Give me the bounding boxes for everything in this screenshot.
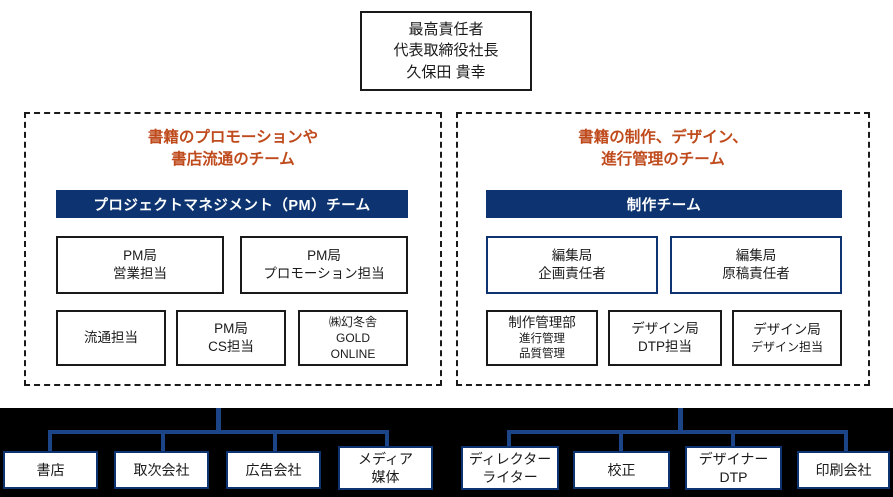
unit-line: デザイン局 (753, 321, 821, 337)
panel-promotion-title-line-2: 書店流通のチーム (171, 151, 295, 169)
banner-production-team: 制作チーム (486, 190, 842, 218)
panel-promotion-title-line-1: 書籍のプロモーションや (147, 129, 319, 146)
connector-left-drop-4 (385, 430, 389, 454)
unit-line: PM局 (307, 247, 341, 263)
panel-production: 書籍の制作、デザイン、 進行管理のチーム 制作チーム 編集局 企画責任者 編集局… (456, 112, 870, 386)
partner-line: ライター (482, 469, 538, 485)
unit-editorial-manuscript: 編集局 原稿責任者 (670, 236, 842, 294)
unit-line: デザイン担当 (750, 340, 823, 354)
unit-line: DTP担当 (638, 339, 692, 354)
partner-designer-dtp: デザイナー DTP (685, 446, 782, 490)
partner-printing-company: 印刷会社 (797, 451, 890, 489)
connector-left-drop-3 (273, 430, 277, 454)
unit-line: 企画責任者 (538, 266, 606, 281)
partner-line: DTP (719, 469, 748, 485)
unit-pm-cs: PM局 CS担当 (176, 310, 286, 366)
unit-line: ONLINE (330, 347, 376, 362)
unit-line: 進行管理 (519, 332, 565, 345)
unit-pm-promotion: PM局 プロモーション担当 (240, 236, 408, 294)
partner-ad-agency: 広告会社 (226, 451, 321, 489)
unit-editorial-planning: 編集局 企画責任者 (486, 236, 658, 294)
executive-box: 最高責任者 代表取締役社長 久保田 貴幸 (360, 11, 532, 91)
executive-line-1: 最高責任者 (408, 21, 484, 39)
unit-design-design: デザイン局 デザイン担当 (732, 310, 842, 366)
unit-line: 流通担当 (84, 329, 138, 345)
unit-pm-sales: PM局 営業担当 (56, 236, 224, 294)
partner-bookstore: 書店 (3, 451, 98, 489)
panel-production-title: 書籍の制作、デザイン、 進行管理のチーム (458, 127, 868, 172)
unit-design-dtp: デザイン局 DTP担当 (608, 310, 722, 366)
unit-line: 原稿責任者 (722, 266, 790, 281)
unit-line: プロモーション担当 (263, 266, 385, 281)
connector-left-drop-1 (48, 430, 52, 454)
unit-line: CS担当 (208, 339, 254, 354)
connector-right-drop-1 (507, 430, 511, 454)
executive-line-2: 代表取締役社長 (393, 42, 499, 60)
unit-line: 営業担当 (113, 266, 167, 281)
unit-line: 編集局 (551, 247, 593, 263)
partner-line: 媒体 (371, 469, 400, 485)
partner-distributor: 取次会社 (114, 451, 209, 489)
partner-line: 取次会社 (133, 461, 190, 478)
partner-director-writer: ディレクター ライター (461, 446, 559, 490)
unit-line: PM局 (214, 320, 248, 336)
unit-distribution: 流通担当 (56, 310, 166, 366)
panel-promotion-title: 書籍のプロモーションや 書店流通のチーム (26, 127, 440, 172)
executive-line-3: 久保田 貴幸 (406, 63, 486, 81)
partner-proofreading: 校正 (573, 451, 670, 489)
panel-production-title-line-1: 書籍の制作、デザイン、 (578, 129, 748, 146)
partner-line: 校正 (607, 461, 636, 478)
unit-line: デザイン局 (631, 320, 699, 336)
unit-line: ㈱幻冬舎 (328, 314, 377, 329)
unit-production-management: 制作管理部 進行管理 品質管理 (486, 310, 598, 366)
connector-right-drop-2 (619, 430, 623, 454)
partner-line: 広告会社 (245, 461, 302, 478)
unit-line: PM局 (123, 247, 157, 263)
partner-line: デザイナー (698, 450, 769, 467)
connector-right-drop-3 (731, 430, 735, 454)
connector-right-bus (507, 430, 848, 434)
partner-line: メディア (357, 450, 414, 467)
unit-line: 品質管理 (519, 348, 565, 361)
unit-line: GOLD (335, 330, 370, 345)
connector-left-drop-2 (161, 430, 165, 454)
partner-line: 印刷会社 (815, 461, 872, 478)
connector-right-trunk (678, 408, 683, 433)
partner-line: ディレクター (468, 450, 552, 467)
connector-left-trunk (216, 408, 221, 433)
partner-line: 書店 (36, 461, 65, 478)
panel-production-title-line-2: 進行管理のチーム (601, 151, 725, 169)
unit-line: 制作管理部 (508, 314, 576, 330)
connector-left-bus (48, 430, 389, 434)
unit-line: 編集局 (735, 247, 777, 263)
unit-gentosha-gold-online: ㈱幻冬舎 GOLD ONLINE (298, 310, 408, 366)
partner-media: メディア 媒体 (338, 446, 433, 490)
connector-right-drop-4 (844, 430, 848, 454)
banner-pm-team: プロジェクトマネジメント（PM）チーム (56, 190, 408, 218)
panel-promotion: 書籍のプロモーションや 書店流通のチーム プロジェクトマネジメント（PM）チーム… (24, 112, 442, 386)
